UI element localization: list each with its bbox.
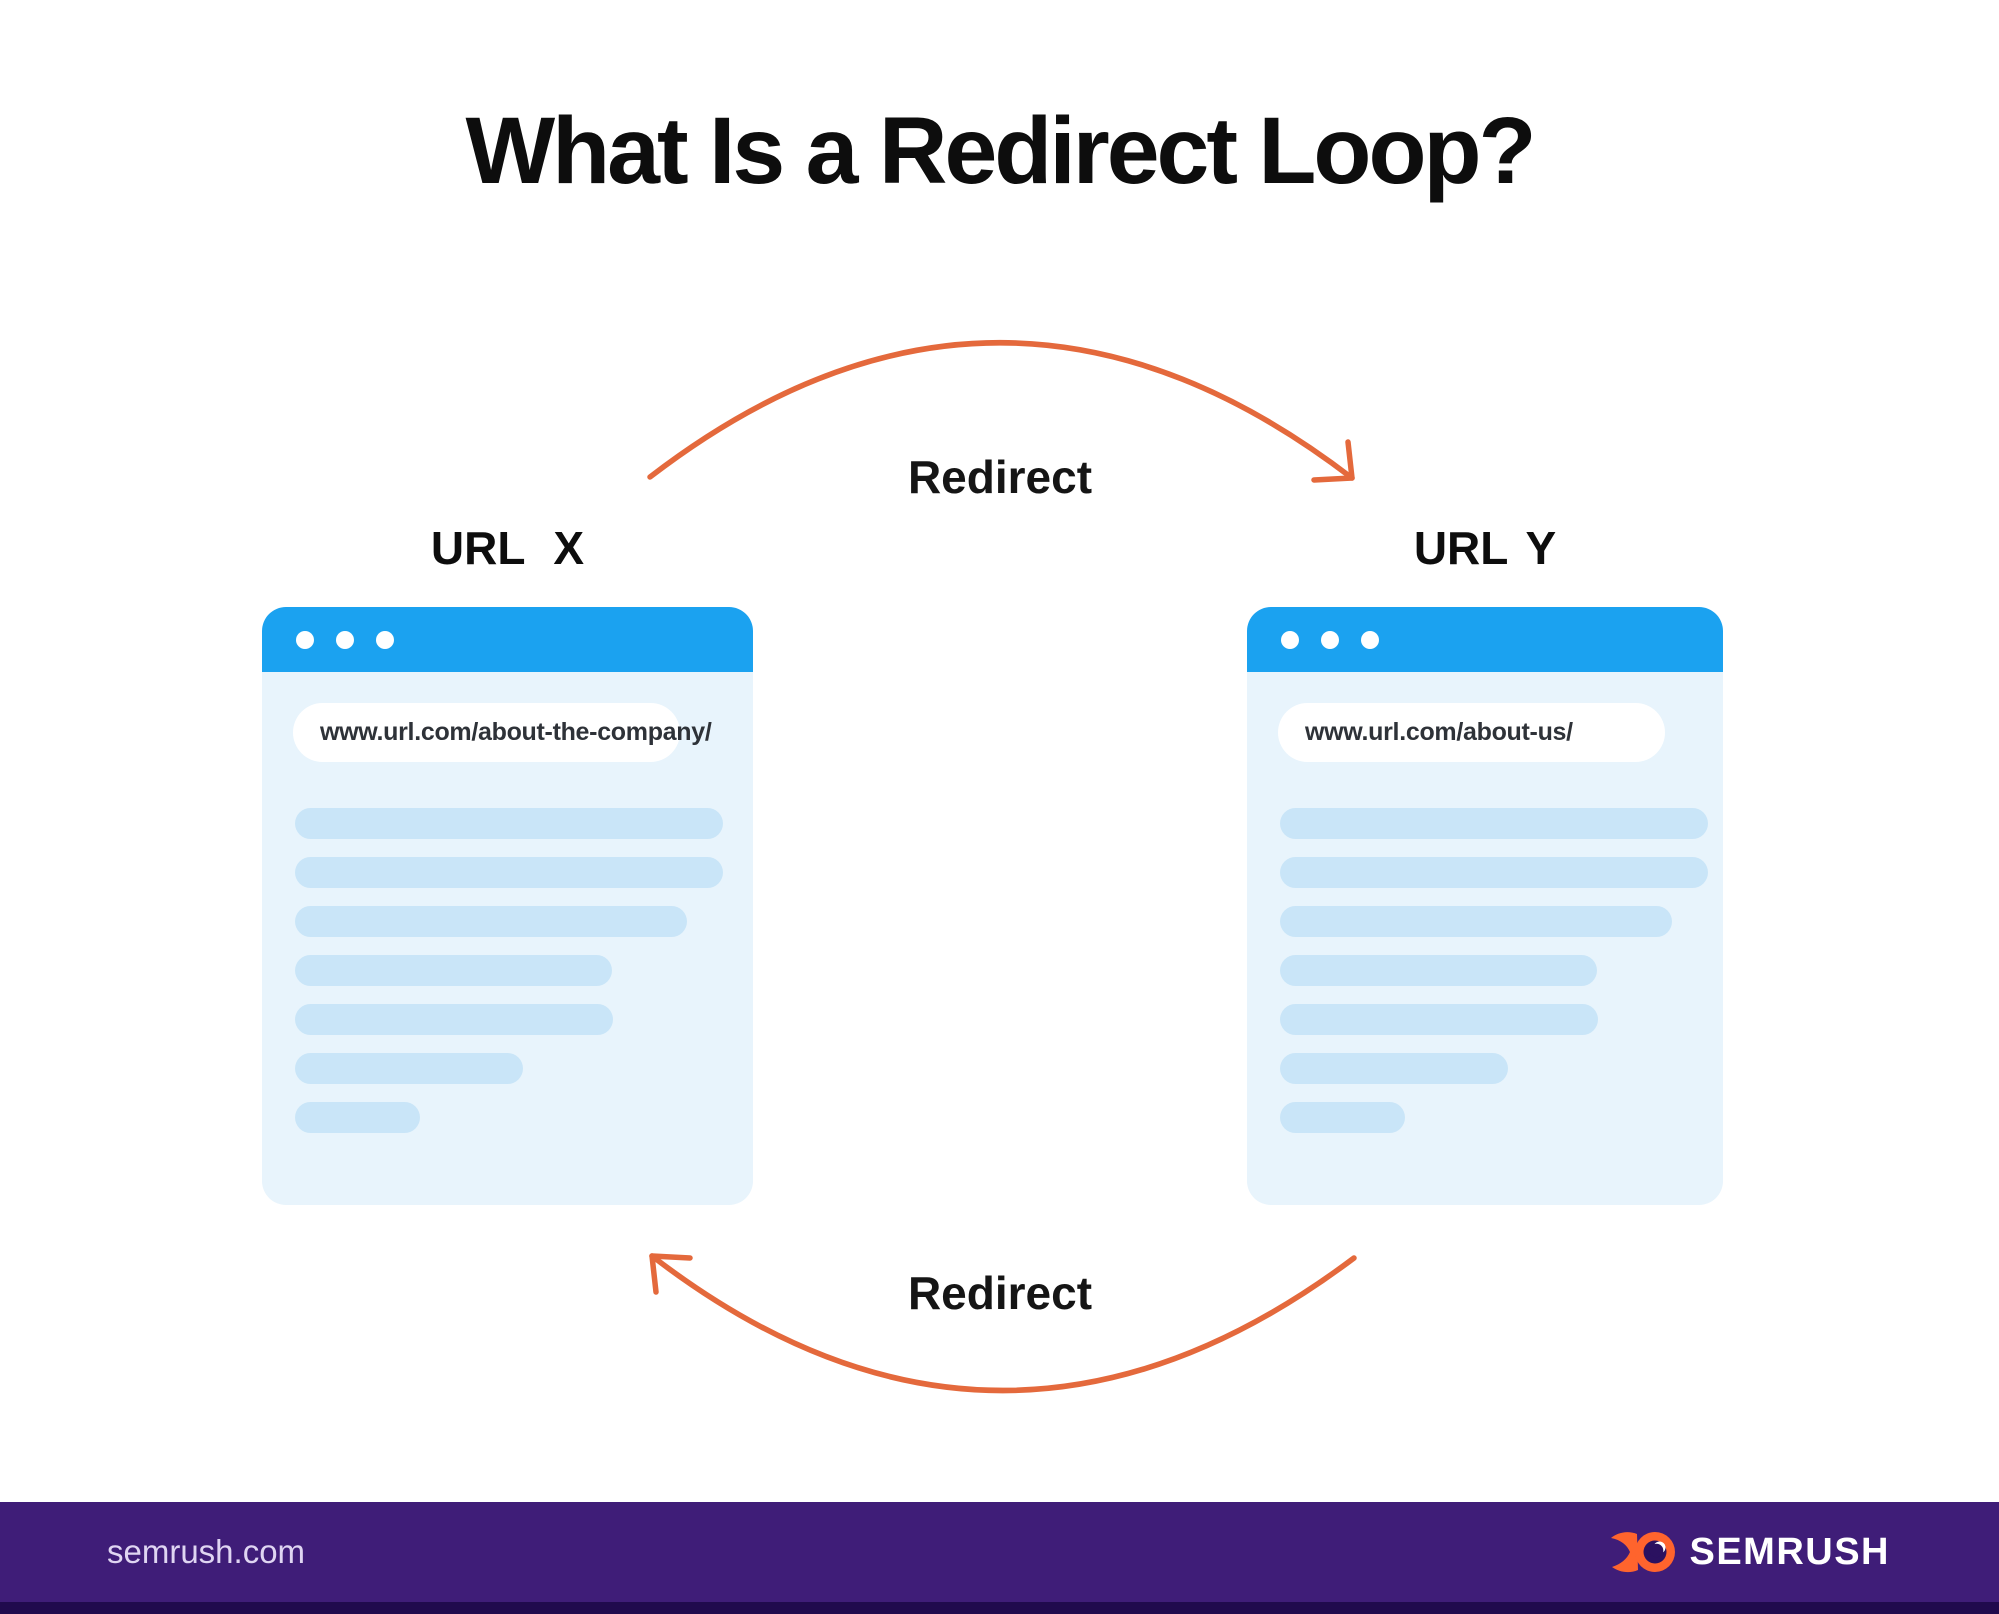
browser-titlebar bbox=[262, 607, 753, 672]
browser-window-url-y: www.url.com/about-us/ bbox=[1247, 607, 1723, 1205]
semrush-logo: SEMRUSH bbox=[1611, 1502, 1890, 1602]
skeleton-text-line bbox=[295, 906, 687, 937]
address-bar: www.url.com/about-the-company/ bbox=[293, 703, 712, 762]
window-dot-icon bbox=[1321, 630, 1339, 649]
skeleton-text-line bbox=[295, 1053, 523, 1084]
page-skeleton-lines bbox=[1280, 808, 1708, 1151]
page-skeleton-lines bbox=[295, 808, 723, 1151]
window-dot-icon bbox=[336, 630, 354, 649]
skeleton-text-line bbox=[1280, 1053, 1508, 1084]
address-bar: www.url.com/about-us/ bbox=[1278, 703, 1665, 762]
window-dot-icon bbox=[376, 630, 394, 649]
skeleton-text-line bbox=[1280, 1004, 1598, 1035]
skeleton-text-line bbox=[295, 857, 723, 888]
skeleton-text-line bbox=[1280, 955, 1597, 986]
footer-bottom-strip bbox=[0, 1602, 1999, 1614]
url-x-label: URL X bbox=[430, 522, 585, 574]
window-dot-icon bbox=[1361, 630, 1379, 649]
skeleton-text-line bbox=[1280, 906, 1672, 937]
browser-page-body: www.url.com/about-us/ bbox=[1247, 672, 1723, 1205]
address-url: www.url.com/about-the-company/ bbox=[320, 718, 712, 746]
browser-titlebar bbox=[1247, 607, 1723, 672]
skeleton-text-line bbox=[295, 808, 723, 839]
footer-bar: semrush.com SEMRUSH bbox=[0, 1502, 1999, 1602]
skeleton-text-line bbox=[1280, 808, 1708, 839]
url-y-label: URL Y bbox=[1413, 522, 1557, 574]
page-title: What Is a Redirect Loop? bbox=[465, 98, 1536, 204]
semrush-wordmark: SEMRUSH bbox=[1689, 1530, 1890, 1573]
browser-window-url-x: www.url.com/about-the-company/ bbox=[262, 607, 753, 1205]
footer-site-url: semrush.com bbox=[107, 1533, 306, 1570]
skeleton-text-line bbox=[295, 1102, 420, 1133]
skeleton-text-line bbox=[295, 1004, 613, 1035]
redirect-label-top: Redirect bbox=[907, 451, 1093, 503]
redirect-label-bottom: Redirect bbox=[907, 1267, 1093, 1319]
semrush-flame-icon bbox=[1611, 1532, 1676, 1573]
window-dot-icon bbox=[1281, 630, 1299, 649]
address-url: www.url.com/about-us/ bbox=[1305, 718, 1573, 746]
window-dot-icon bbox=[296, 630, 314, 649]
skeleton-text-line bbox=[295, 955, 612, 986]
browser-page-body: www.url.com/about-the-company/ bbox=[262, 672, 753, 1205]
skeleton-text-line bbox=[1280, 857, 1708, 888]
skeleton-text-line bbox=[1280, 1102, 1405, 1133]
